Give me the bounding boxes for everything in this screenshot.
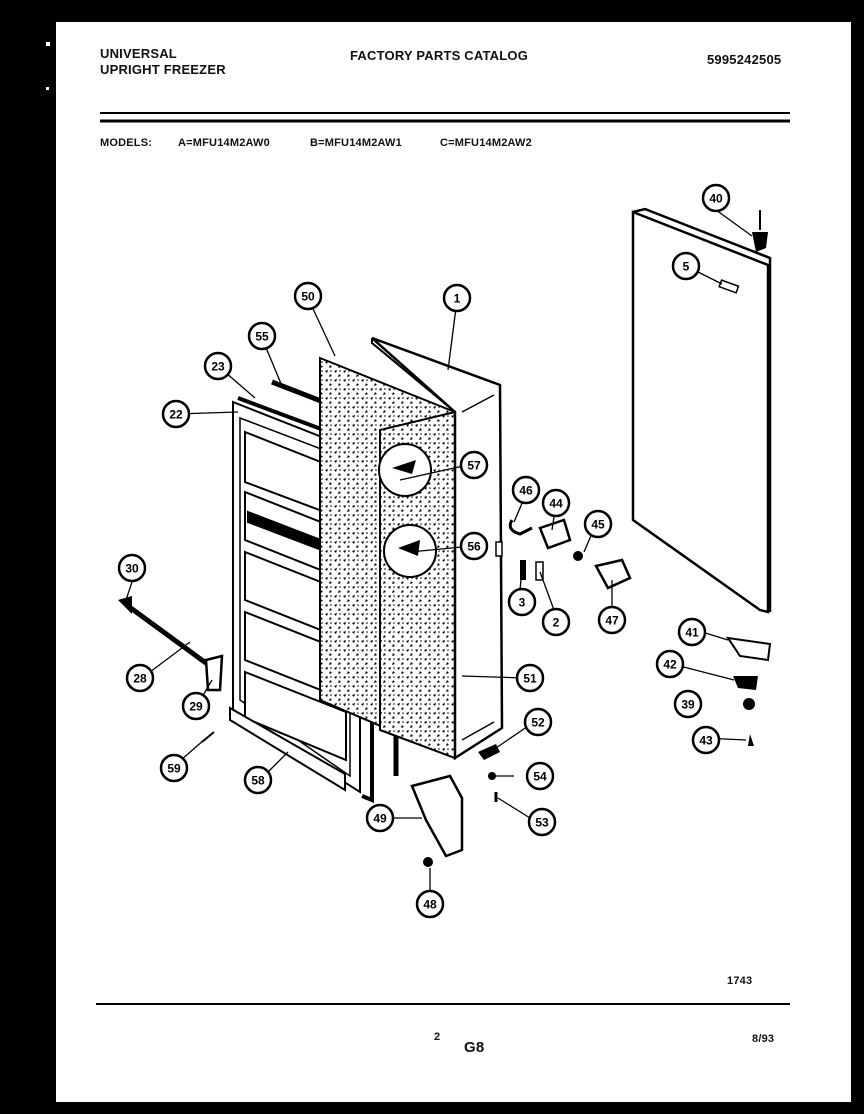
models-label: MODELS: [100, 137, 153, 149]
callout-label: 28 [133, 672, 147, 686]
callout-label: 22 [169, 408, 183, 422]
document-number: 5995242505 [707, 52, 782, 67]
brand-line-2: UPRIGHT FREEZER [100, 62, 226, 77]
callout-label: 45 [591, 518, 605, 532]
callout-40: 40 [701, 183, 731, 213]
callout-51: 51 [515, 663, 545, 693]
callout-group: 1235222328293039404142434445464748495051… [117, 183, 731, 919]
brand-line-1: UNIVERSAL [100, 46, 177, 61]
callout-label: 29 [189, 700, 203, 714]
callout-label: 23 [211, 360, 225, 374]
hinge-pin [752, 232, 768, 252]
callout-label: 46 [519, 484, 533, 498]
callout-label: 51 [523, 672, 537, 686]
callout-54: 54 [525, 761, 555, 791]
callout-label: 2 [553, 616, 560, 630]
callout-29: 29 [181, 691, 211, 721]
callout-label: 52 [531, 716, 545, 730]
callout-59: 59 [159, 753, 189, 783]
callout-label: 44 [549, 497, 563, 511]
callout-28: 28 [125, 663, 155, 693]
callout-47: 47 [597, 605, 627, 635]
callout-55: 55 [247, 321, 277, 351]
model-c: C=MFU14M2AW2 [440, 137, 532, 149]
callout-label: 1 [454, 292, 461, 306]
callout-label: 47 [605, 614, 619, 628]
callout-30: 30 [117, 553, 147, 583]
callout-label: 57 [467, 459, 481, 473]
callout-23: 23 [203, 351, 233, 381]
revision-date: 8/93 [752, 1033, 775, 1045]
callout-label: 56 [467, 540, 481, 554]
catalog-title: FACTORY PARTS CATALOG [350, 48, 529, 63]
model-b: B=MFU14M2AW1 [310, 137, 402, 149]
figure-number: 1743 [727, 975, 753, 987]
callout-label: 39 [681, 698, 695, 712]
callout-label: 53 [535, 816, 549, 830]
callout-2: 2 [541, 607, 571, 637]
callout-1: 1 [442, 283, 472, 313]
callout-49: 49 [365, 803, 395, 833]
callout-label: 54 [533, 770, 547, 784]
callout-label: 40 [709, 192, 723, 206]
callout-44: 44 [541, 488, 571, 518]
cabinet-side [631, 210, 770, 614]
callout-43: 43 [691, 725, 721, 755]
model-a: A=MFU14M2AW0 [178, 137, 270, 149]
callout-57: 57 [459, 450, 489, 480]
callout-56: 56 [459, 531, 489, 561]
callout-label: 58 [251, 774, 265, 788]
callout-5: 5 [671, 251, 701, 281]
callout-label: 48 [423, 898, 437, 912]
page-number: 2 [434, 1031, 441, 1043]
callout-52: 52 [523, 707, 553, 737]
callout-39: 39 [673, 689, 703, 719]
callout-label: 5 [683, 260, 690, 274]
callout-label: 50 [301, 290, 315, 304]
callout-58: 58 [243, 765, 273, 795]
callout-label: 42 [663, 658, 677, 672]
callout-label: 59 [167, 762, 181, 776]
callout-53: 53 [527, 807, 557, 837]
callout-label: 30 [125, 562, 139, 576]
callout-label: 3 [519, 596, 526, 610]
callout-22: 22 [161, 399, 191, 429]
kick-plate [229, 706, 346, 792]
callout-46: 46 [511, 475, 541, 505]
handle-rod [126, 603, 212, 669]
callout-3: 3 [507, 587, 537, 617]
callout-label: 49 [373, 812, 387, 826]
bottom-hinge [725, 636, 772, 662]
callout-45: 45 [583, 509, 613, 539]
callout-42: 42 [655, 649, 685, 679]
callout-label: 41 [685, 626, 699, 640]
door-stop [410, 774, 464, 858]
callout-41: 41 [677, 617, 707, 647]
callout-label: 43 [699, 734, 713, 748]
callout-48: 48 [415, 889, 445, 919]
callout-50: 50 [293, 281, 323, 311]
section-code: G8 [464, 1039, 485, 1056]
callout-label: 55 [255, 330, 269, 344]
